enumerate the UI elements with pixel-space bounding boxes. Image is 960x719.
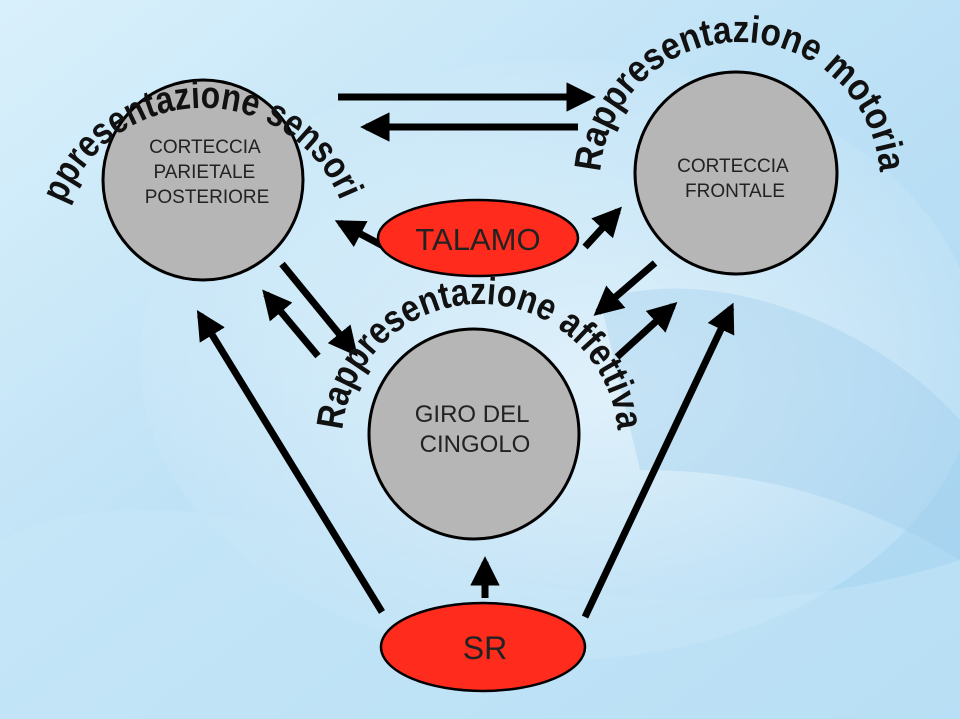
node-thalamus: TALAMO bbox=[376, 198, 580, 278]
svg-text:GIRO DEL CINGOLO: GIRO DEL CINGOLO bbox=[415, 401, 535, 458]
svg-text:CORTECCIA PARIETALE: CORTECCIA PARIETALE POSTERIORE bbox=[145, 137, 270, 208]
frontal-label-line-1: CORTECCIA bbox=[677, 156, 789, 177]
arrow-thalamus-to-frontal bbox=[582, 206, 622, 250]
sr-label: SR bbox=[463, 630, 507, 666]
arrow-sr-to-parietal bbox=[196, 309, 385, 614]
frontal-label-line-2: FRONTALE bbox=[685, 181, 785, 202]
node-frontal: CORTECCIA FRONTALE bbox=[633, 70, 839, 276]
arrow-cingulate-to-frontal bbox=[614, 302, 678, 360]
parietal-label-line-2: PARIETALE bbox=[154, 162, 256, 183]
arrow-frontal-to-cingulate bbox=[593, 260, 658, 316]
arrows bbox=[196, 82, 735, 619]
parietal-label-line-1: CORTECCIA bbox=[149, 137, 261, 158]
arrow-parietal-to-cingulate bbox=[279, 261, 358, 357]
node-cingulate: GIRO DEL CINGOLO bbox=[367, 327, 581, 541]
node-parietal: CORTECCIA PARIETALE POSTERIORE bbox=[101, 78, 305, 282]
svg-text:CORTECCIA FRONTALE: CORTECCIA FRONTALE bbox=[677, 156, 793, 202]
arrow-sr-to-frontal bbox=[581, 302, 735, 619]
cingulate-label-line-1: GIRO DEL bbox=[415, 401, 529, 428]
thalamus-label: TALAMO bbox=[415, 222, 540, 257]
cingulate-label-line-2: CINGOLO bbox=[420, 431, 531, 458]
parietal-label-line-3: POSTERIORE bbox=[145, 187, 270, 208]
arrow-cingulate-to-parietal bbox=[262, 289, 321, 359]
node-sr: SR bbox=[379, 601, 587, 693]
